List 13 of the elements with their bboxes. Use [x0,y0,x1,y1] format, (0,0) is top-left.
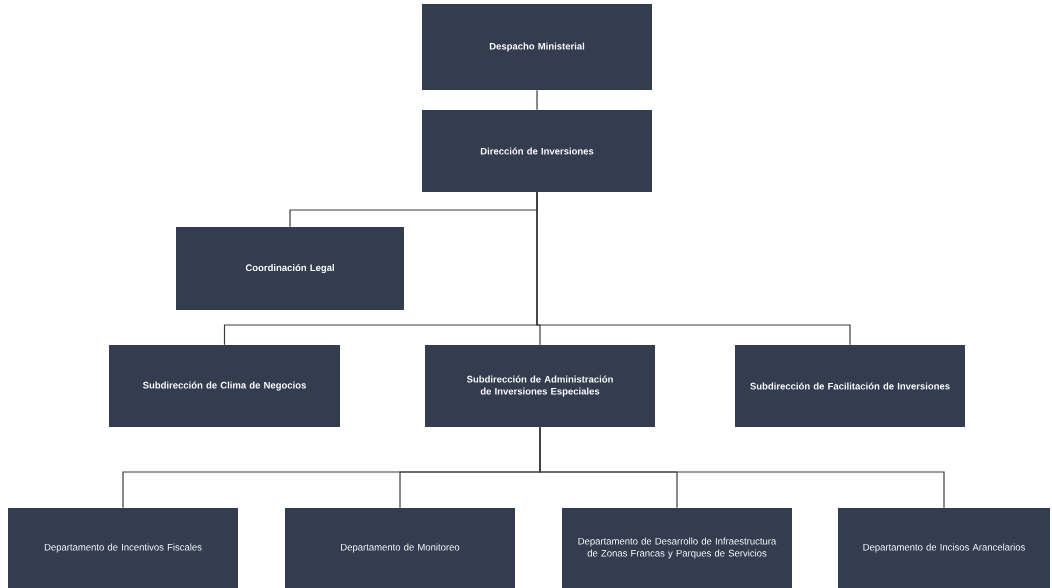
connector-line [539,426,945,509]
org-box: Departamento de Monitoreo [285,508,515,588]
connector-line [536,89,538,111]
connector-line [536,191,851,346]
org-box: Subdirección de Clima de Negocios [109,345,340,427]
org-box: Despacho Ministerial [422,4,652,90]
org-box: Subdirección de Administración de Inversiones Especiales [425,345,655,427]
org-box: Coordinación Legal [176,227,404,310]
org-box: Subdirección de Facilitación de Inversiones [735,345,965,427]
org-box: Departamento de Incentivos Fiscales [8,508,238,588]
org-box: Dirección de Inversiones [422,110,652,192]
org-box: Departamento de Incisos Arancelarios [838,508,1050,588]
org-box: Departamento de Desarrollo de Infraestructura de Zonas Francas y Parques de Servicios [562,508,792,588]
